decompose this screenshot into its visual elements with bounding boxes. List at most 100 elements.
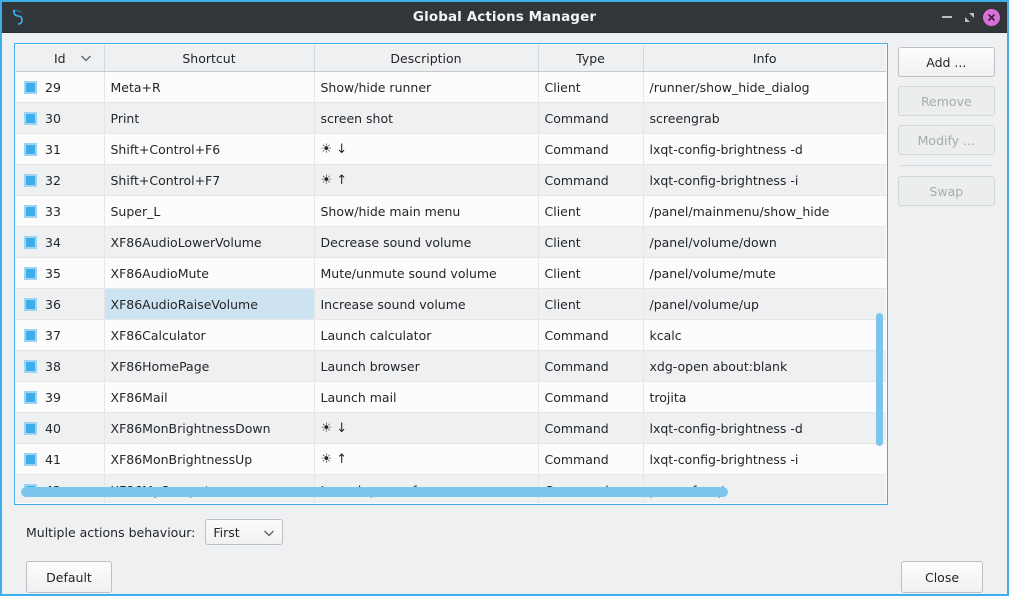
cell-description[interactable]: Mute/unmute sound volume [314, 257, 539, 289]
maximize-icon[interactable] [958, 6, 980, 28]
cell-shortcut[interactable]: XF86MonBrightnessDown [104, 412, 315, 444]
cell-type[interactable]: Client [538, 71, 644, 103]
cell-description[interactable]: screen shot [314, 102, 539, 134]
cell-description[interactable]: ☀ ↓ [314, 412, 539, 444]
cell-id[interactable]: 31 [16, 133, 105, 165]
cell-id[interactable]: 34 [16, 226, 105, 258]
cell-info[interactable]: /runner/show_hide_dialog [643, 71, 886, 103]
cell-info[interactable]: lxqt-config-brightness -d [643, 412, 886, 444]
cell-type[interactable]: Client [538, 288, 644, 320]
cell-shortcut[interactable]: XF86MonBrightnessUp [104, 443, 315, 475]
cell-type[interactable]: Command [538, 102, 644, 134]
cell-description[interactable]: ☀ ↓ [314, 133, 539, 165]
cell-description[interactable]: Launch calculator [314, 319, 539, 351]
column-header-id[interactable]: Id [16, 45, 105, 72]
cell-info[interactable]: lxqt-config-brightness -i [643, 443, 886, 475]
cell-shortcut[interactable]: Print [104, 102, 315, 134]
cell-shortcut[interactable]: XF86AudioMute [104, 257, 315, 289]
cell-id[interactable]: 32 [16, 164, 105, 196]
cell-info[interactable]: /panel/volume/mute [643, 257, 886, 289]
cell-shortcut[interactable]: Meta+R [104, 71, 315, 103]
vertical-scrollbar-thumb[interactable] [875, 313, 883, 446]
cell-type[interactable]: Command [538, 381, 644, 413]
cell-type[interactable]: Command [538, 133, 644, 165]
cell-info[interactable]: /panel/volume/up [643, 288, 886, 320]
cell-id[interactable]: 37 [16, 319, 105, 351]
cell-info[interactable]: lxqt-config-brightness -d [643, 133, 886, 165]
add-button[interactable]: Add ... [897, 47, 995, 77]
column-header-type[interactable]: Type [538, 45, 644, 72]
cell-description[interactable]: Decrease sound volume [314, 226, 539, 258]
cell-description[interactable]: Show/hide main menu [314, 195, 539, 227]
cell-type[interactable]: Client [538, 226, 644, 258]
vertical-scrollbar[interactable] [875, 72, 883, 474]
cell-description[interactable]: ☀ ↑ [314, 443, 539, 475]
enabled-checkbox[interactable] [24, 359, 37, 373]
cell-id[interactable]: 41 [16, 443, 105, 475]
enabled-checkbox[interactable] [24, 204, 37, 218]
enabled-checkbox[interactable] [24, 142, 37, 156]
titlebar[interactable]: Global Actions Manager [2, 2, 1007, 33]
cell-info[interactable]: /panel/mainmenu/show_hide [643, 195, 886, 227]
enabled-checkbox[interactable] [24, 297, 37, 311]
enabled-checkbox[interactable] [24, 235, 37, 249]
cell-type[interactable]: Command [538, 443, 644, 475]
minimize-icon[interactable] [936, 6, 958, 28]
cell-type[interactable]: Client [538, 195, 644, 227]
cell-description[interactable]: Increase sound volume [314, 288, 539, 320]
behaviour-select[interactable]: First [205, 519, 284, 545]
column-header-info[interactable]: Info [643, 45, 886, 72]
close-button[interactable] [980, 6, 1000, 28]
cell-id[interactable]: 30 [16, 102, 105, 134]
cell-id[interactable]: 40 [16, 412, 105, 444]
default-button[interactable]: Default [26, 561, 112, 593]
cell-id[interactable]: 36 [16, 288, 105, 320]
column-header-description[interactable]: Description [314, 45, 539, 72]
column-header-shortcut[interactable]: Shortcut [104, 45, 315, 72]
cell-id[interactable]: 29 [16, 71, 105, 103]
cell-id[interactable]: 39 [16, 381, 105, 413]
horizontal-scrollbar[interactable] [21, 486, 873, 498]
cell-description[interactable]: Launch browser [314, 350, 539, 382]
cell-shortcut[interactable]: XF86Mail [104, 381, 315, 413]
cell-type[interactable]: Command [538, 319, 644, 351]
enabled-checkbox[interactable] [24, 390, 37, 404]
cell-shortcut[interactable]: XF86HomePage [104, 350, 315, 382]
cell-info[interactable]: xdg-open about:blank [643, 350, 886, 382]
enabled-checkbox[interactable] [24, 421, 37, 435]
cell-shortcut[interactable]: XF86Calculator [104, 319, 315, 351]
swap-button[interactable]: Swap [897, 176, 995, 206]
cell-shortcut[interactable]: XF86AudioLowerVolume [104, 226, 315, 258]
close-dialog-button[interactable]: Close [901, 561, 983, 593]
cell-shortcut[interactable]: Shift+Control+F7 [104, 164, 315, 196]
cell-description[interactable]: Show/hide runner [314, 71, 539, 103]
cell-type[interactable]: Command [538, 350, 644, 382]
modify-button[interactable]: Modify ... [897, 125, 995, 155]
cell-description[interactable]: ☀ ↑ [314, 164, 539, 196]
enabled-checkbox[interactable] [24, 111, 37, 125]
cell-shortcut[interactable]: XF86AudioRaiseVolume [104, 288, 315, 320]
horizontal-scrollbar-thumb[interactable] [21, 487, 728, 497]
cell-type[interactable]: Command [538, 412, 644, 444]
cell-info[interactable]: kcalc [643, 319, 886, 351]
enabled-checkbox[interactable] [24, 328, 37, 342]
cell-shortcut[interactable]: Super_L [104, 195, 315, 227]
enabled-checkbox[interactable] [24, 173, 37, 187]
cell-type[interactable]: Command [538, 164, 644, 196]
cell-info[interactable]: trojita [643, 381, 886, 413]
enabled-checkbox[interactable] [24, 80, 37, 94]
enabled-checkbox[interactable] [24, 266, 37, 280]
enabled-checkbox[interactable] [24, 452, 37, 466]
cell-info[interactable]: /panel/volume/down [643, 226, 886, 258]
